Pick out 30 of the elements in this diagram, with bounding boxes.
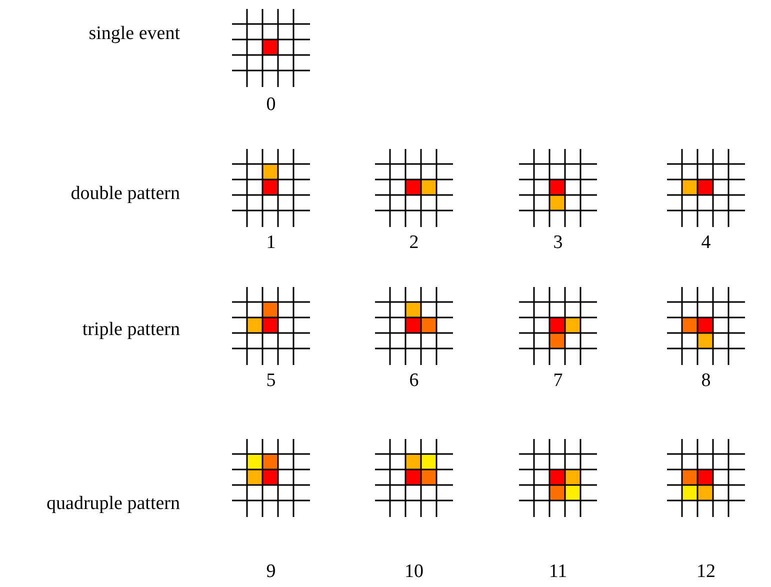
pattern-grid-drawing — [667, 149, 745, 227]
pattern-number: 7 — [553, 371, 563, 390]
pattern-number: 1 — [266, 233, 276, 252]
pattern-grid-drawing — [232, 9, 310, 87]
pattern-number: 3 — [553, 233, 563, 252]
row-label: single event — [88, 24, 180, 43]
row-label: quadruple pattern — [46, 494, 180, 513]
pattern-grid-drawing — [232, 287, 310, 365]
row-label: triple pattern — [82, 320, 180, 339]
pattern-grid-drawing — [667, 439, 745, 517]
pattern-number: 0 — [266, 95, 276, 114]
pattern-number: 6 — [409, 371, 419, 390]
pattern-grid-drawing — [375, 439, 453, 517]
row-label: double pattern — [70, 184, 180, 203]
pattern-grid-drawing — [232, 439, 310, 517]
pattern-number: 8 — [701, 371, 711, 390]
pattern-number: 10 — [404, 562, 424, 581]
pattern-grid-drawing — [519, 439, 597, 517]
pattern-number: 12 — [696, 562, 716, 581]
pattern-number: 2 — [409, 233, 419, 252]
pattern-number: 9 — [266, 562, 276, 581]
pattern-grid-drawing — [232, 149, 310, 227]
pattern-grid-drawing — [667, 287, 745, 365]
pattern-number: 4 — [701, 233, 711, 252]
pattern-number: 5 — [266, 371, 276, 390]
pattern-grid-drawing — [519, 149, 597, 227]
pattern-grid-drawing — [375, 149, 453, 227]
pattern-grid-drawing — [519, 287, 597, 365]
pattern-grid-drawing — [375, 287, 453, 365]
pattern-number: 11 — [548, 562, 568, 581]
